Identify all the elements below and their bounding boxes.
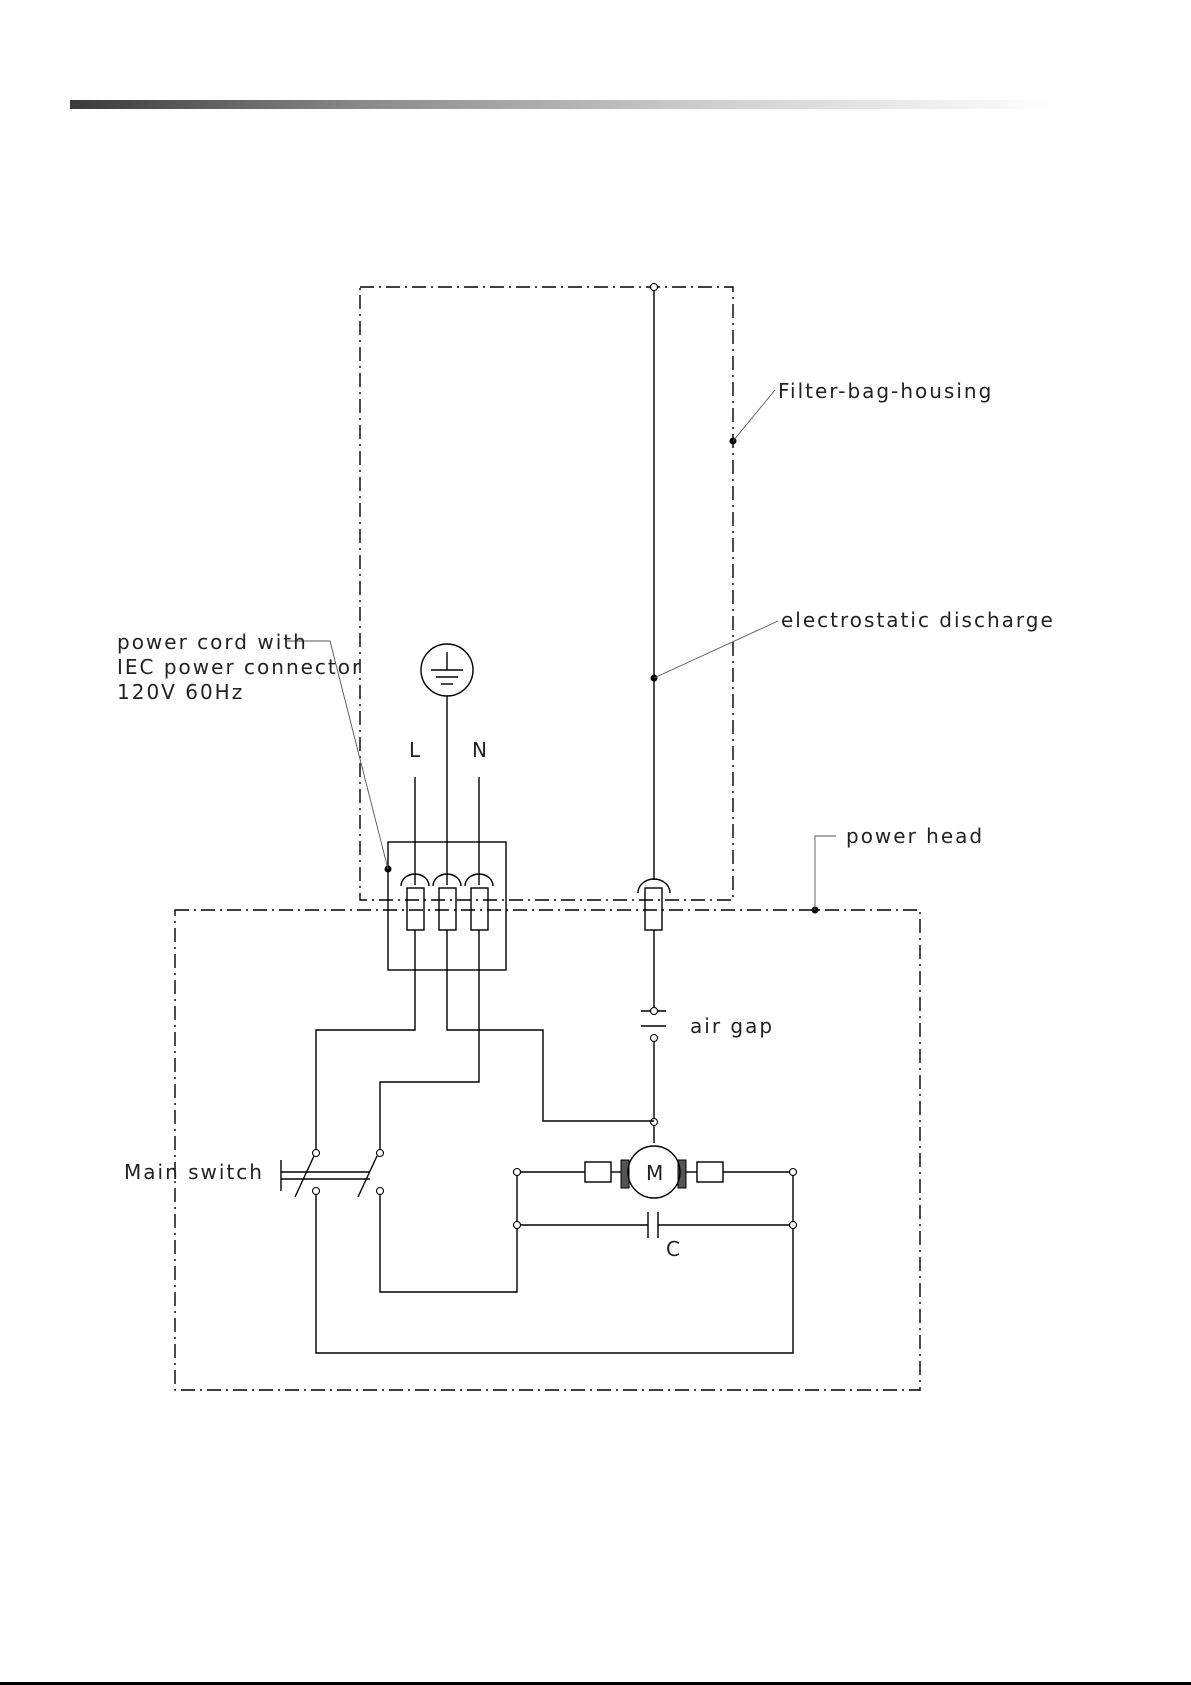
power-cord-label-line1: power cord with bbox=[117, 630, 308, 654]
electrostatic-discharge-wire bbox=[638, 284, 670, 1144]
filter-bag-housing-boundary bbox=[360, 287, 733, 900]
internal-wiring bbox=[316, 930, 793, 1353]
power-cord-label-line3: 120V 60Hz bbox=[117, 680, 244, 704]
earth-ground-icon bbox=[421, 644, 473, 885]
capacitor-branch bbox=[514, 1212, 797, 1238]
air-gap-label: air gap bbox=[690, 1014, 774, 1038]
power-head-label: power head bbox=[846, 824, 984, 848]
leader-lines bbox=[287, 390, 836, 914]
electrostatic-discharge-label: electrostatic discharge bbox=[781, 608, 1055, 632]
main-switch-label: Main switch bbox=[124, 1160, 264, 1184]
neutral-label: N bbox=[472, 738, 489, 762]
main-switch bbox=[281, 1150, 384, 1198]
capacitor-label: C bbox=[666, 1237, 682, 1261]
filter-bag-housing-label: Filter-bag-housing bbox=[778, 379, 993, 403]
line-label: L bbox=[409, 738, 422, 762]
power-cord-label-line2: IEC power connector bbox=[117, 655, 362, 679]
power-head-boundary bbox=[175, 910, 920, 1390]
iec-connector bbox=[385, 842, 507, 970]
motor-label: M bbox=[646, 1161, 665, 1185]
